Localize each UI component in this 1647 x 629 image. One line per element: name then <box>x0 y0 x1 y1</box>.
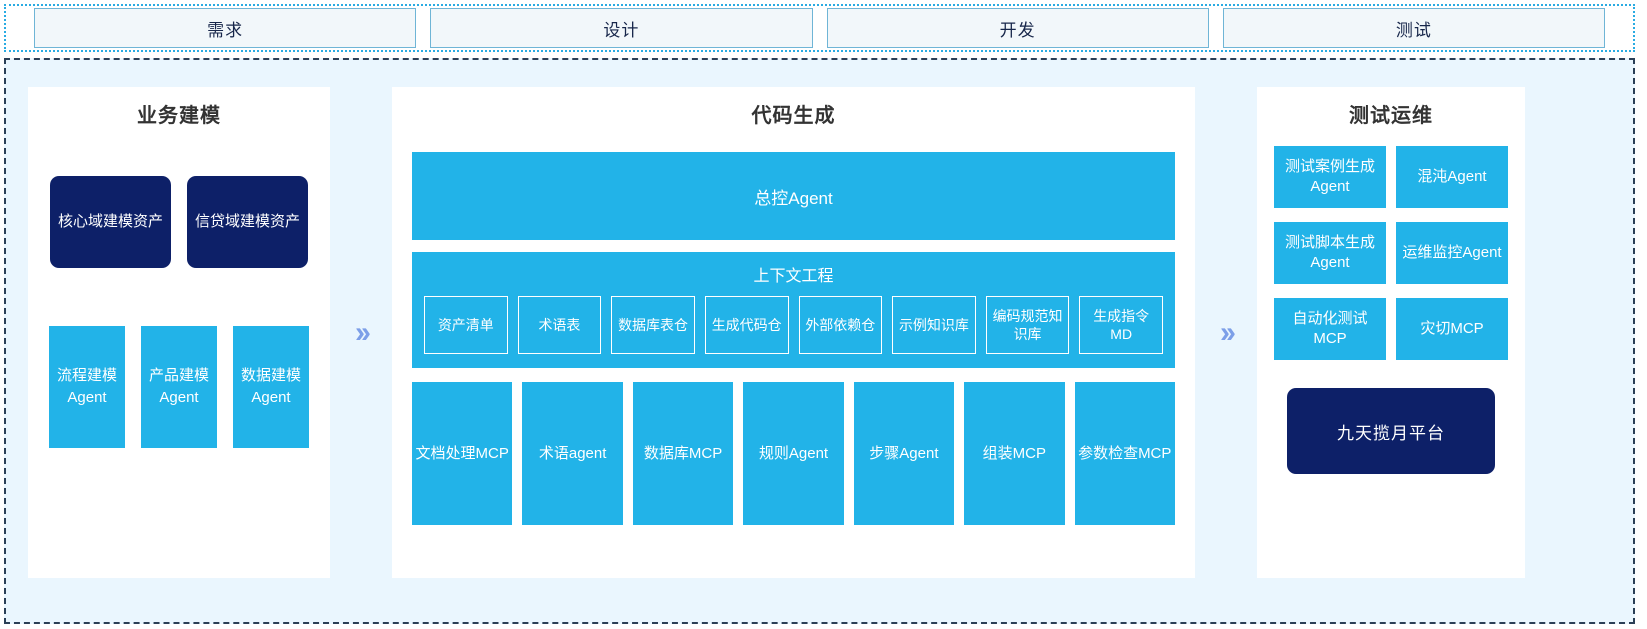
double-chevron-right-icon: ›› <box>355 315 371 349</box>
context-items-row: 资产清单 术语表 数据库表仓 生成代码仓 外部依赖仓 示例知识库 编码规范知识库… <box>424 296 1163 354</box>
asset-row: 核心域建模资产 信贷域建模资产 <box>28 176 330 268</box>
phase-band: 需求 设计 开发 测试 <box>4 4 1635 52</box>
tool-box-parameter-check-mcp[interactable]: 参数检查MCP <box>1074 382 1175 525</box>
context-item-asset-list[interactable]: 资产清单 <box>424 296 508 354</box>
panel-title-code-generation: 代码生成 <box>751 105 836 127</box>
phase-box-requirements[interactable]: 需求 <box>34 8 417 48</box>
platform-box-jiutian-lanyue[interactable]: 九天揽月平台 <box>1287 388 1495 474</box>
context-item-db-table-repo[interactable]: 数据库表仓 <box>611 296 695 354</box>
tool-box-document-processing-mcp[interactable]: 文档处理MCP <box>412 382 513 525</box>
context-engineering-block: 上下文工程 资产清单 术语表 数据库表仓 生成代码仓 外部依赖仓 示例知识库 编… <box>412 252 1175 368</box>
panel-business-modeling: 业务建模 核心域建模资产 信贷域建模资产 流程建模Agent 产品建模Agent… <box>28 87 330 578</box>
architecture-stage: 业务建模 核心域建模资产 信贷域建模资产 流程建模Agent 产品建模Agent… <box>4 58 1635 624</box>
modeler-box-product[interactable]: 产品建模Agent <box>141 326 217 448</box>
double-chevron-right-icon: ›› <box>1220 315 1236 349</box>
context-item-generation-instruction-md[interactable]: 生成指令MD <box>1079 296 1163 354</box>
master-agent-bar[interactable]: 总控Agent <box>412 152 1175 240</box>
asset-box-core-domain[interactable]: 核心域建模资产 <box>50 176 171 268</box>
tool-box-glossary-agent[interactable]: 术语agent <box>522 382 623 525</box>
modeler-box-data[interactable]: 数据建模Agent <box>233 326 309 448</box>
context-item-generated-code-repo[interactable]: 生成代码仓 <box>704 296 789 354</box>
context-item-example-knowledge-base[interactable]: 示例知识库 <box>892 296 976 354</box>
phase-box-development[interactable]: 开发 <box>826 8 1209 48</box>
panel-title-business-modeling: 业务建模 <box>137 105 221 127</box>
context-item-glossary[interactable]: 术语表 <box>517 296 602 354</box>
flow-arrow-left: ›› <box>330 87 392 578</box>
flow-arrow-right: ›› <box>1195 87 1257 578</box>
ops-box-ops-monitoring-agent[interactable]: 运维监控Agent <box>1396 222 1508 284</box>
context-item-external-dependency-repo[interactable]: 外部依赖仓 <box>798 296 883 354</box>
tool-row: 文档处理MCP 术语agent 数据库MCP 规则Agent 步骤Agent 组… <box>412 382 1175 525</box>
context-item-coding-standard-knowledge-base[interactable]: 编码规范知识库 <box>985 296 1070 354</box>
context-engineering-title: 上下文工程 <box>753 268 834 285</box>
tool-box-step-agent[interactable]: 步骤Agent <box>853 382 955 525</box>
ops-grid: 测试案例生成Agent 混沌Agent 测试脚本生成Agent 运维监控Agen… <box>1274 146 1508 360</box>
tool-box-assembly-mcp[interactable]: 组装MCP <box>964 382 1065 525</box>
panel-title-test-operations: 测试运维 <box>1349 105 1433 127</box>
modeler-row: 流程建模Agent 产品建模Agent 数据建模Agent <box>28 326 330 448</box>
ops-box-disaster-switch-mcp[interactable]: 灾切MCP <box>1396 298 1508 360</box>
phase-box-design[interactable]: 设计 <box>430 8 813 48</box>
ops-box-automated-test-mcp[interactable]: 自动化测试MCP <box>1274 298 1386 360</box>
asset-box-credit-domain[interactable]: 信贷域建模资产 <box>187 176 308 268</box>
phase-box-testing[interactable]: 测试 <box>1222 8 1605 48</box>
tool-box-database-mcp[interactable]: 数据库MCP <box>632 382 734 525</box>
modeler-box-process[interactable]: 流程建模Agent <box>49 326 125 448</box>
ops-box-test-case-generation-agent[interactable]: 测试案例生成Agent <box>1274 146 1386 208</box>
ops-box-chaos-agent[interactable]: 混沌Agent <box>1396 146 1508 208</box>
panel-test-operations: 测试运维 测试案例生成Agent 混沌Agent 测试脚本生成Agent 运维监… <box>1257 87 1525 578</box>
panel-code-generation: 代码生成 总控Agent 上下文工程 资产清单 术语表 数据库表仓 生成代码仓 … <box>392 87 1195 578</box>
tool-box-rule-agent[interactable]: 规则Agent <box>743 382 844 525</box>
ops-box-test-script-generation-agent[interactable]: 测试脚本生成Agent <box>1274 222 1386 284</box>
